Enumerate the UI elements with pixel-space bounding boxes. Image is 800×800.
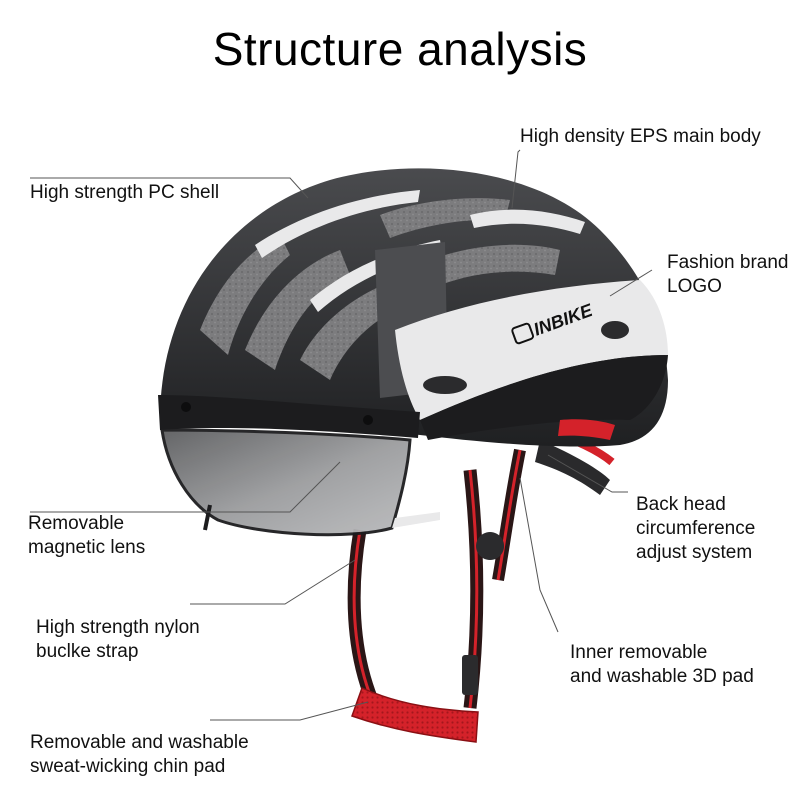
label-pc-shell: High strength PC shell <box>30 182 220 203</box>
label-adjust-system: Back head circumference adjust system <box>636 494 756 563</box>
label-nylon-strap: High strength nylon buclke strap <box>36 617 200 662</box>
leader-3d-pad <box>519 477 559 633</box>
page-title: Structure analysis <box>212 23 588 75</box>
leader-brand-logo <box>609 269 653 297</box>
leader-nylon-strap <box>190 559 356 605</box>
label-brand-logo: Fashion brand LOGO <box>667 252 789 297</box>
chin-pad <box>351 686 479 743</box>
leader-magnetic-lens <box>30 461 341 513</box>
pc-shell <box>160 168 668 447</box>
leader-pc-shell <box>30 177 309 199</box>
label-3d-pad: Inner removable and washable 3D pad <box>570 642 754 687</box>
leader-eps-body <box>511 149 521 209</box>
visor-band <box>158 395 420 438</box>
magnetic-lens <box>160 428 412 537</box>
label-chin-pad: Removable and washable sweat-wicking chi… <box>30 732 249 777</box>
label-eps-body: High density EPS main body <box>520 126 761 147</box>
leader-adjust-system <box>547 454 628 493</box>
label-magnetic-lens: Removable magnetic lens <box>28 513 146 558</box>
nylon-strap <box>347 448 526 709</box>
leader-chin-pad <box>210 701 369 721</box>
